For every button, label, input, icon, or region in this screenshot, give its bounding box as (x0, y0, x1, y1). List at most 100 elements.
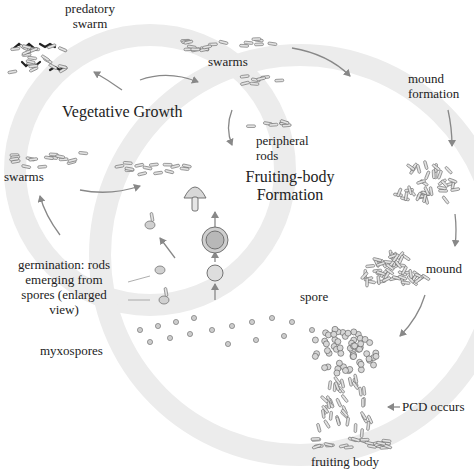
rod-cell (311, 438, 320, 441)
rod-cell (328, 381, 332, 390)
rod-cell (416, 179, 425, 184)
rod-cell (340, 379, 345, 388)
myxospores (137, 315, 314, 346)
rod-cell (445, 166, 453, 174)
myxospore (191, 315, 196, 320)
germinating-spore (145, 221, 155, 229)
rod-cell (336, 398, 342, 407)
myxospore (147, 339, 152, 344)
rod-cell (202, 45, 211, 49)
top-swarm (181, 38, 277, 53)
cycle-arrow (292, 48, 350, 76)
rod-cell (123, 161, 132, 164)
germinating-spore (184, 187, 206, 198)
cycle-arrow (455, 214, 456, 246)
leader-line (128, 276, 150, 282)
spore-cell (324, 348, 330, 354)
stage-label: germination: rods emerging from spores (… (8, 258, 120, 318)
mound (360, 250, 430, 287)
rod-cell (344, 446, 353, 449)
cycle-arrow (214, 212, 215, 228)
rod-cell (26, 60, 35, 65)
rod-cell (423, 160, 428, 169)
rod-cell (360, 438, 369, 441)
rod-cell (125, 167, 134, 171)
rod-cell (312, 444, 321, 449)
rod-cell (329, 411, 333, 420)
rod-cell (336, 417, 341, 426)
cycle-arrow (214, 284, 215, 300)
spore-cell (325, 332, 331, 338)
spore-cell (352, 343, 358, 349)
myxospore (269, 315, 274, 320)
spore-cell (358, 361, 364, 367)
rod-cell (138, 172, 147, 177)
rod-cell (404, 191, 408, 200)
stage-label: fruiting body (300, 455, 390, 470)
rod-cell (164, 287, 168, 296)
stage-label: mound formation (408, 72, 468, 102)
rod-cell (359, 387, 363, 396)
rod-cell (41, 55, 50, 62)
rod-cell (360, 411, 367, 420)
rod-cell (22, 50, 31, 56)
rod-cell (240, 81, 249, 86)
rod-cell (149, 163, 158, 167)
rod-cell (366, 421, 370, 430)
rod-cell (29, 158, 38, 162)
rod-cell (348, 377, 353, 386)
rod-cell (9, 157, 18, 161)
spore-large (202, 227, 228, 253)
rod-cell (153, 171, 162, 175)
germinating-spore (159, 296, 169, 304)
rod-cell (416, 164, 421, 173)
spore-core (206, 231, 224, 249)
stage-label: mound (426, 262, 470, 277)
rod-cell (191, 47, 200, 52)
rod-cell (451, 188, 460, 192)
myxospore (137, 327, 142, 332)
rod-cell (320, 395, 328, 403)
rod-cell (254, 43, 263, 46)
rod-cell (312, 438, 321, 441)
rod-cell (442, 196, 449, 205)
spore-cell (312, 337, 318, 343)
rod-cell (409, 269, 413, 278)
rod-cell (376, 261, 385, 266)
rod-cell (448, 178, 457, 184)
stage-label: Fruiting-body Formation (236, 168, 344, 205)
spore-cell (367, 340, 373, 346)
rod-cell (432, 170, 435, 179)
rod-cell (165, 169, 174, 174)
myxospore (309, 327, 314, 332)
stage-label: peripheral rods (256, 134, 318, 164)
rod-cell (377, 275, 381, 284)
rod-cell (135, 163, 144, 167)
cycle-arrow (448, 110, 452, 146)
rod-cell (29, 64, 38, 68)
rod-cell (56, 154, 65, 158)
rod-cell (360, 272, 368, 280)
stage-label: swarms (208, 55, 268, 70)
rod-cell (184, 40, 193, 45)
stage-label: PCD occurs (402, 400, 470, 415)
rod-cell (240, 44, 249, 47)
prey-cells (14, 44, 65, 70)
peripheral-rods (247, 119, 292, 127)
rod-cell (396, 188, 402, 197)
myxospore (167, 335, 172, 340)
rod-cell (406, 164, 415, 171)
myxospore (253, 337, 258, 342)
emerging-rod (192, 197, 198, 211)
spore-cell (371, 362, 377, 368)
myxospore (229, 323, 234, 328)
germination-enlarged (145, 212, 169, 304)
rod-cell (401, 266, 408, 275)
rod-cell (341, 409, 349, 418)
cycle-arrow (140, 75, 198, 82)
rod-cell (382, 276, 391, 282)
rod-cell (362, 397, 365, 406)
myxospore (173, 319, 178, 324)
stage-label: swarms (4, 170, 54, 185)
leader-line (128, 300, 150, 301)
